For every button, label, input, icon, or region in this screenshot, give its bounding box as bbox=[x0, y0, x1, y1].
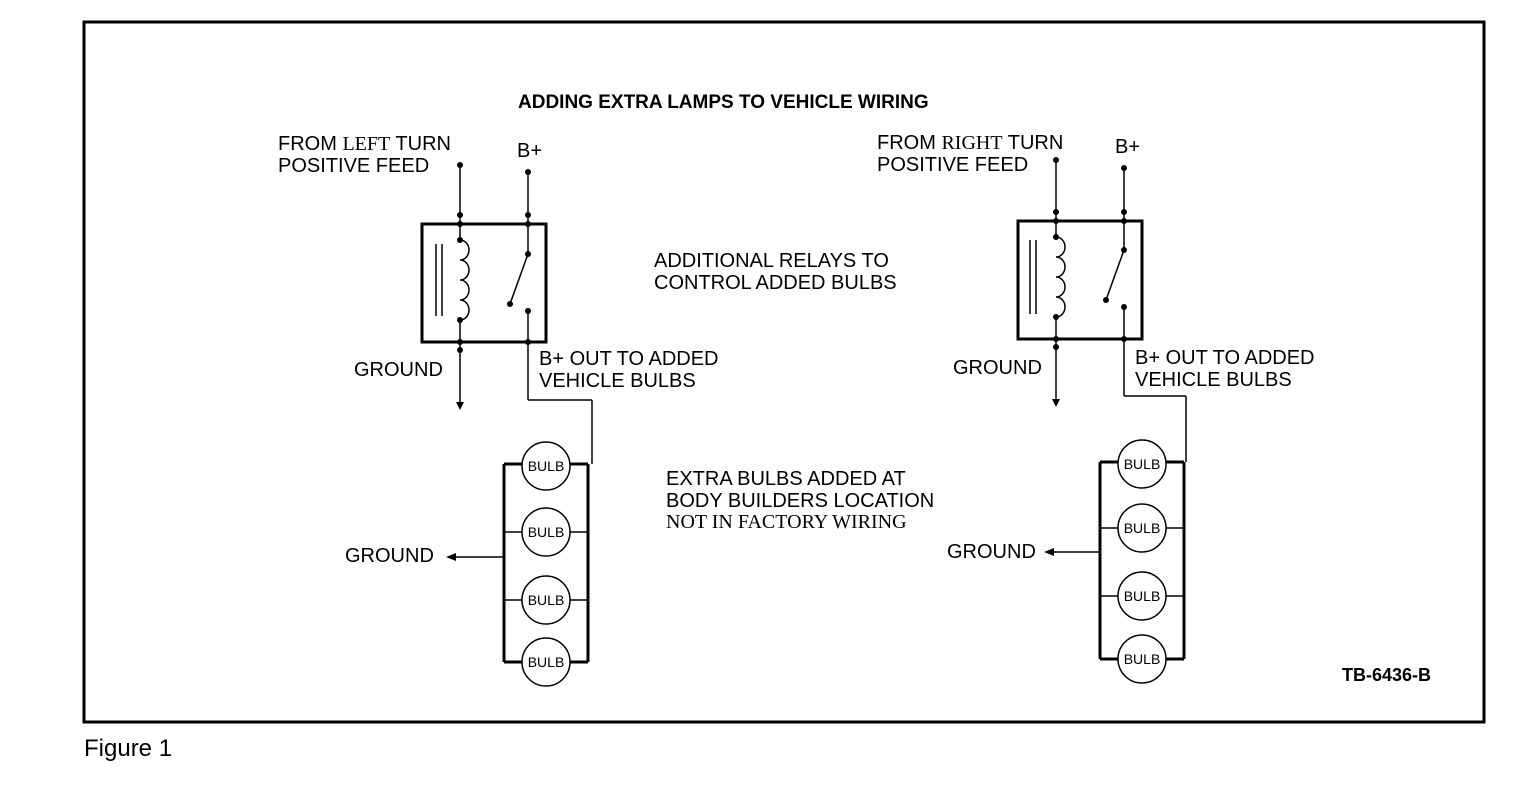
right-relay bbox=[1016, 219, 1144, 341]
left-bplus-label: B+ bbox=[517, 140, 542, 162]
figure-caption: Figure 1 bbox=[84, 735, 172, 762]
svg-text:BULB: BULB bbox=[528, 654, 565, 670]
right-feed-label-line2: POSITIVE FEED bbox=[877, 154, 1028, 176]
left-bulb: BULB bbox=[521, 637, 571, 687]
right-relay-ground-label: GROUND bbox=[953, 357, 1042, 379]
left-relay-ground-label: GROUND bbox=[354, 359, 443, 381]
right-feed-label: FROM RIGHT TURN bbox=[877, 132, 1063, 154]
right-relay-coil bbox=[1055, 236, 1066, 318]
relays-note: ADDITIONAL RELAYS TO bbox=[654, 250, 889, 272]
drawing-code: TB-6436-B bbox=[1342, 665, 1431, 685]
diagram-title: ADDING EXTRA LAMPS TO VEHICLE WIRING bbox=[518, 92, 929, 113]
svg-text:BULB: BULB bbox=[528, 592, 565, 608]
right-output-label-line2: VEHICLE BULBS bbox=[1135, 369, 1292, 391]
right-relay-switch bbox=[1105, 249, 1125, 301]
left-bulb: BULB bbox=[521, 507, 571, 557]
svg-text:BULB: BULB bbox=[528, 524, 565, 540]
left-output-label: B+ OUT TO ADDED bbox=[539, 348, 719, 370]
left-circuit: FROM LEFT TURN POSITIVE FEED B+ bbox=[278, 133, 719, 687]
right-output-label: B+ OUT TO ADDED bbox=[1135, 347, 1315, 369]
left-feed-label: FROM LEFT TURN bbox=[278, 133, 451, 155]
relays-note-line2: CONTROL ADDED BULBS bbox=[654, 272, 897, 294]
right-bulb: BULB bbox=[1117, 503, 1167, 553]
left-bulb-ground-label: GROUND bbox=[345, 545, 434, 567]
left-relay-coil bbox=[459, 239, 470, 321]
right-bplus-label: B+ bbox=[1115, 136, 1140, 158]
svg-text:BULB: BULB bbox=[1124, 651, 1161, 667]
right-bulb: BULB bbox=[1117, 634, 1167, 684]
right-bulb-ground-label: GROUND bbox=[947, 541, 1036, 563]
right-circuit: FROM RIGHT TURN POSITIVE FEED B+ GROUND bbox=[877, 132, 1315, 684]
bulbs-note-line3: NOT IN FACTORY WIRING bbox=[666, 511, 907, 533]
svg-text:BULB: BULB bbox=[1124, 456, 1161, 472]
svg-text:BULB: BULB bbox=[528, 458, 565, 474]
svg-text:BULB: BULB bbox=[1124, 588, 1161, 604]
left-feed-label-line2: POSITIVE FEED bbox=[278, 155, 429, 177]
left-relay bbox=[420, 222, 548, 344]
svg-text:BULB: BULB bbox=[1124, 520, 1161, 536]
bulbs-note: EXTRA BULBS ADDED AT bbox=[666, 468, 906, 490]
bulbs-note-line2: BODY BUILDERS LOCATION bbox=[666, 490, 934, 512]
left-bulb: BULB bbox=[521, 441, 571, 491]
diagram-frame bbox=[82, 20, 1486, 724]
right-bulb: BULB bbox=[1117, 439, 1167, 489]
left-relay-switch bbox=[509, 253, 529, 305]
right-bulb: BULB bbox=[1117, 571, 1167, 621]
left-output-label-line2: VEHICLE BULBS bbox=[539, 370, 696, 392]
left-bulb: BULB bbox=[521, 575, 571, 625]
